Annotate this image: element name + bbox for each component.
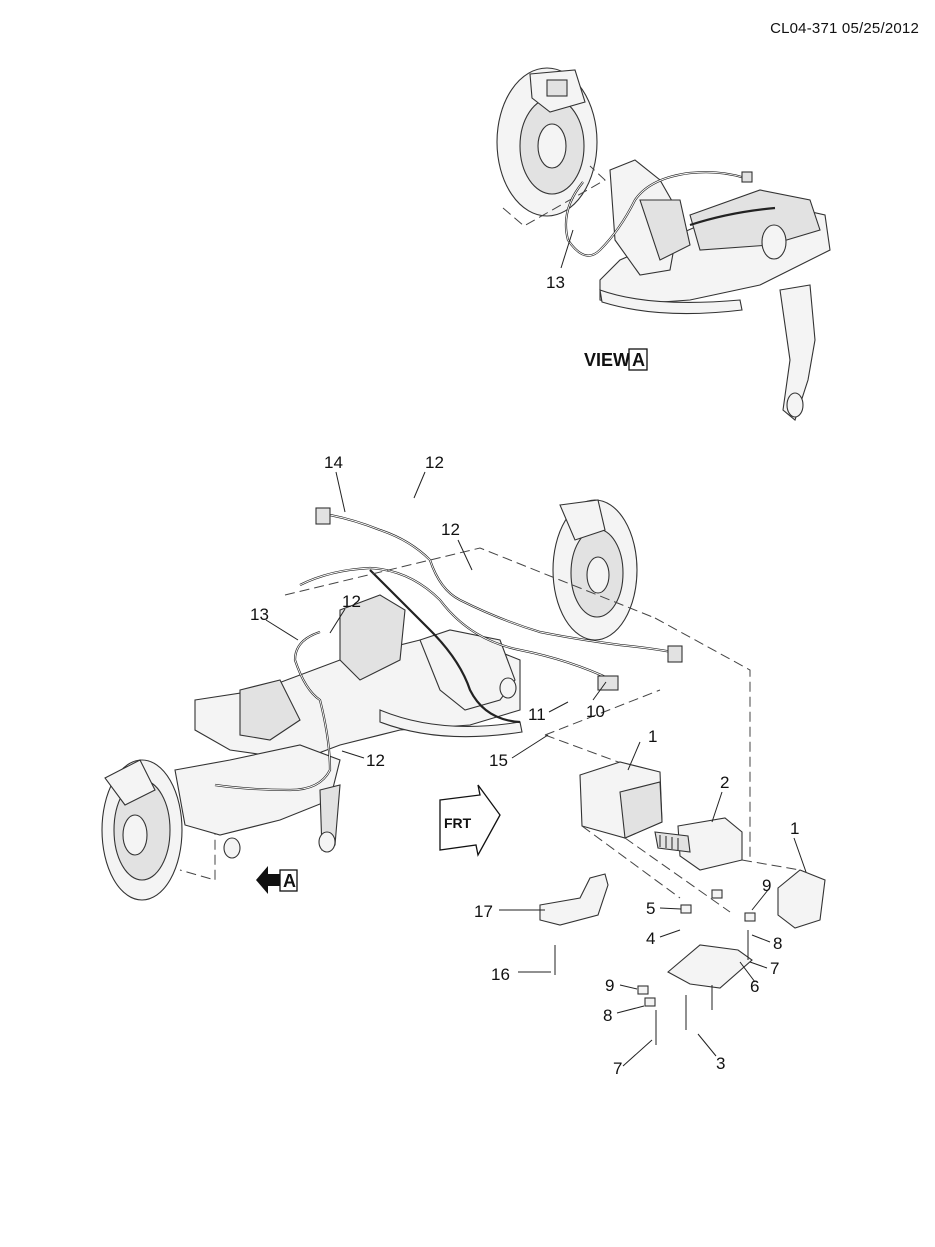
frt-label: FRT [444, 815, 472, 831]
callout-14: 14 [324, 453, 343, 472]
module-cover-right [777, 869, 826, 929]
view-a-letter-box [628, 348, 648, 371]
callout-2: 2 [720, 773, 729, 792]
callout-9-right: 9 [762, 876, 771, 895]
callout-11: 11 [528, 705, 546, 724]
callout-1-top: 1 [648, 727, 657, 746]
right-rear-backing-plate [552, 499, 638, 641]
callout-7-right: 7 [770, 959, 779, 978]
view-a-detail: 13 VIEW A [496, 67, 831, 421]
mounting-bracket [667, 944, 753, 989]
fasteners [554, 889, 756, 1045]
callout-leaders [265, 471, 807, 1067]
callout-12-low: 12 [366, 751, 385, 770]
callout-13-view-a: 13 [546, 273, 565, 292]
document-id: CL04-371 05/25/2012 [770, 20, 919, 37]
parking-brake-module-assembly [539, 761, 826, 1045]
callout-5: 5 [646, 899, 655, 918]
callout-12-mid: 12 [441, 520, 460, 539]
callout-8-left: 8 [603, 1006, 612, 1025]
callout-15: 15 [489, 751, 508, 770]
view-a-arrow-marker: A [256, 866, 298, 894]
front-direction-arrow: FRT [439, 784, 501, 857]
callout-13-main: 13 [250, 605, 269, 624]
view-a-label: VIEW [584, 350, 630, 370]
heat-shield [539, 873, 609, 926]
callout-4: 4 [646, 929, 655, 948]
parking-brake-actuator [654, 817, 743, 871]
main-assembly: FRT A [101, 499, 751, 901]
callout-6: 6 [750, 977, 759, 996]
callout-16: 16 [491, 965, 510, 984]
callout-1-right: 1 [790, 819, 799, 838]
view-a-backing-plate [496, 67, 598, 217]
callout-12-top: 12 [425, 453, 444, 472]
callout-12-left: 12 [342, 592, 361, 611]
callout-numbers: 14 12 12 12 13 12 11 10 15 1 2 1 9 8 7 6… [250, 453, 799, 1078]
view-a-letter: A [632, 350, 645, 370]
callout-8-right: 8 [773, 934, 782, 953]
callout-7-left: 7 [613, 1059, 622, 1078]
left-rear-brake-rotor [101, 759, 183, 901]
callout-9-left: 9 [605, 976, 614, 995]
arrow-marker-letter: A [283, 871, 296, 891]
view-a-rear-frame [599, 159, 831, 421]
callout-17: 17 [474, 902, 493, 921]
callout-3: 3 [716, 1054, 725, 1073]
callout-10: 10 [586, 702, 605, 721]
